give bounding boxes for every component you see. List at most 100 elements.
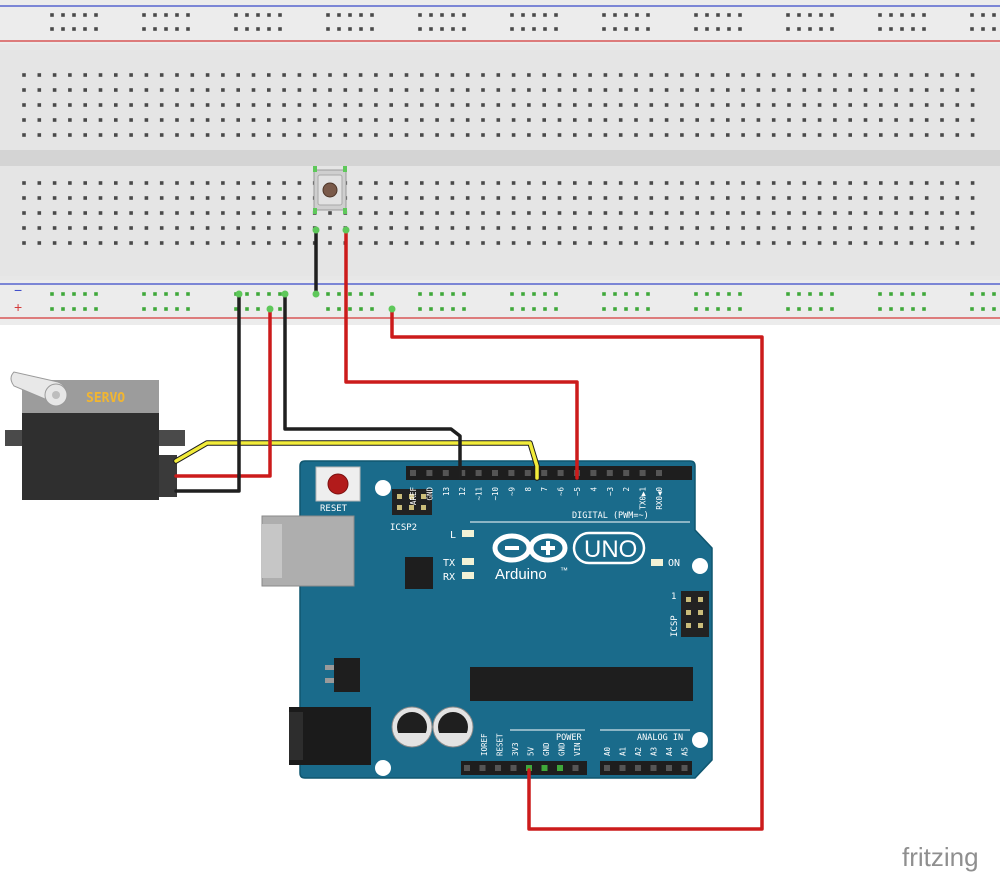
digital-pin-socket[interactable] — [475, 470, 482, 476]
breadboard-hole — [726, 211, 730, 215]
push-button[interactable] — [313, 166, 347, 214]
breadboard-hole — [205, 226, 210, 230]
breadboard-hole — [83, 103, 87, 107]
push-button-cap[interactable] — [322, 182, 338, 198]
analog-pin-socket[interactable] — [635, 765, 641, 771]
breadboard-hole — [542, 88, 546, 92]
breadboard-hole — [129, 88, 133, 92]
rail-hole — [370, 307, 374, 311]
breadboard-hole — [114, 133, 118, 137]
power-pin-socket[interactable] — [479, 765, 486, 771]
wire-button-signal[interactable] — [344, 228, 579, 480]
breadboard-hole — [573, 103, 577, 107]
breadboard-hole — [710, 226, 715, 230]
breadboard-hole — [649, 196, 654, 200]
digital-pin-socket[interactable] — [623, 470, 630, 476]
breadboard-hole — [756, 226, 761, 230]
rail-hole — [50, 27, 54, 31]
digital-pin-socket[interactable] — [426, 470, 433, 476]
digital-pin-label: ~6 — [557, 487, 566, 497]
digital-pin-socket[interactable] — [524, 470, 531, 476]
power-pin-label: 5V — [527, 746, 536, 756]
analog-pin-socket[interactable] — [650, 765, 657, 771]
breadboard-hole — [924, 211, 929, 215]
rail-hole — [624, 292, 628, 296]
breadboard-hole — [817, 241, 822, 245]
breadboard-hole — [114, 181, 118, 185]
power-pin-socket[interactable] — [526, 765, 532, 771]
digital-pin-socket[interactable] — [459, 470, 466, 476]
rail-hole — [819, 13, 823, 17]
wire-5v-power[interactable] — [390, 307, 764, 831]
analog-pin-socket[interactable] — [666, 765, 672, 771]
breadboard-hole — [634, 211, 638, 215]
rail-hole — [175, 27, 179, 31]
breadboard-hole — [634, 196, 638, 200]
digital-pin-socket[interactable] — [442, 470, 449, 476]
digital-pin-socket[interactable] — [557, 470, 564, 476]
digital-pin-socket[interactable] — [606, 470, 613, 476]
breadboard-hole — [358, 73, 363, 77]
breadboard-hole — [114, 211, 118, 215]
digital-pin-socket[interactable] — [639, 470, 646, 476]
breadboard-hole — [618, 103, 623, 107]
rail-hole — [186, 292, 190, 296]
breadboard-hole — [542, 118, 546, 122]
rail-hole — [521, 13, 525, 17]
wire-servo-power[interactable] — [174, 307, 272, 478]
reset-button[interactable] — [327, 473, 349, 495]
breadboard-hole — [37, 73, 42, 77]
breadboard-hole — [924, 103, 929, 107]
power-pin-label: 3V3 — [511, 742, 520, 756]
breadboard-hole — [496, 88, 501, 92]
rail-hole — [256, 13, 260, 17]
breadboard-hole — [205, 241, 210, 245]
breadboard-hole — [557, 88, 562, 92]
digital-pin-socket[interactable] — [492, 470, 498, 476]
breadboard-hole — [863, 133, 868, 137]
digital-pin-socket[interactable] — [508, 470, 515, 476]
power-pin-socket[interactable] — [541, 765, 548, 771]
breadboard-hole — [588, 226, 592, 230]
power-pin-socket[interactable] — [495, 765, 501, 771]
analog-pin-socket[interactable] — [619, 765, 626, 771]
breadboard-hole — [741, 181, 745, 185]
digital-pin-socket[interactable] — [590, 470, 597, 476]
breadboard-hole — [114, 241, 118, 245]
rail-hole — [142, 307, 146, 311]
breadboard-hole — [695, 73, 699, 77]
breadboard-hole — [83, 88, 87, 92]
wire-servo-signal[interactable] — [174, 441, 539, 480]
breadboard-hole — [251, 181, 256, 185]
rail-hole — [142, 13, 146, 17]
breadboard-hole — [894, 226, 898, 230]
power-pin-socket[interactable] — [572, 765, 579, 771]
rail-hole — [922, 27, 926, 31]
wire-servo-ground[interactable] — [174, 292, 241, 493]
digital-pin-socket[interactable] — [410, 470, 416, 476]
digital-pin-socket[interactable] — [656, 470, 662, 476]
power-pin-socket[interactable] — [557, 765, 563, 771]
power-pin-socket[interactable] — [510, 765, 517, 771]
breadboard-hole — [726, 118, 730, 122]
digital-pin-socket[interactable] — [541, 470, 548, 476]
breadboard-hole — [863, 118, 868, 122]
breadboard-hole — [787, 196, 791, 200]
reset-label: RESET — [320, 504, 348, 514]
breadboard-hole — [83, 118, 87, 122]
breadboard-hole — [481, 196, 485, 200]
power-pin-socket[interactable] — [464, 765, 470, 771]
analog-pin-socket[interactable] — [604, 765, 610, 771]
wire-arduino-ground[interactable] — [283, 292, 462, 480]
breadboard-hole — [404, 226, 409, 230]
breadboard-hole — [251, 241, 256, 245]
push-button-leg — [343, 208, 347, 214]
analog-pin-socket[interactable] — [681, 765, 688, 771]
breadboard-hole — [618, 73, 623, 77]
breadboard-hole — [542, 133, 546, 137]
rail-hole — [326, 307, 330, 311]
breadboard-hole — [894, 73, 898, 77]
breadboard-hole — [98, 211, 103, 215]
rail-hole — [738, 27, 742, 31]
breadboard-hole — [343, 88, 348, 92]
